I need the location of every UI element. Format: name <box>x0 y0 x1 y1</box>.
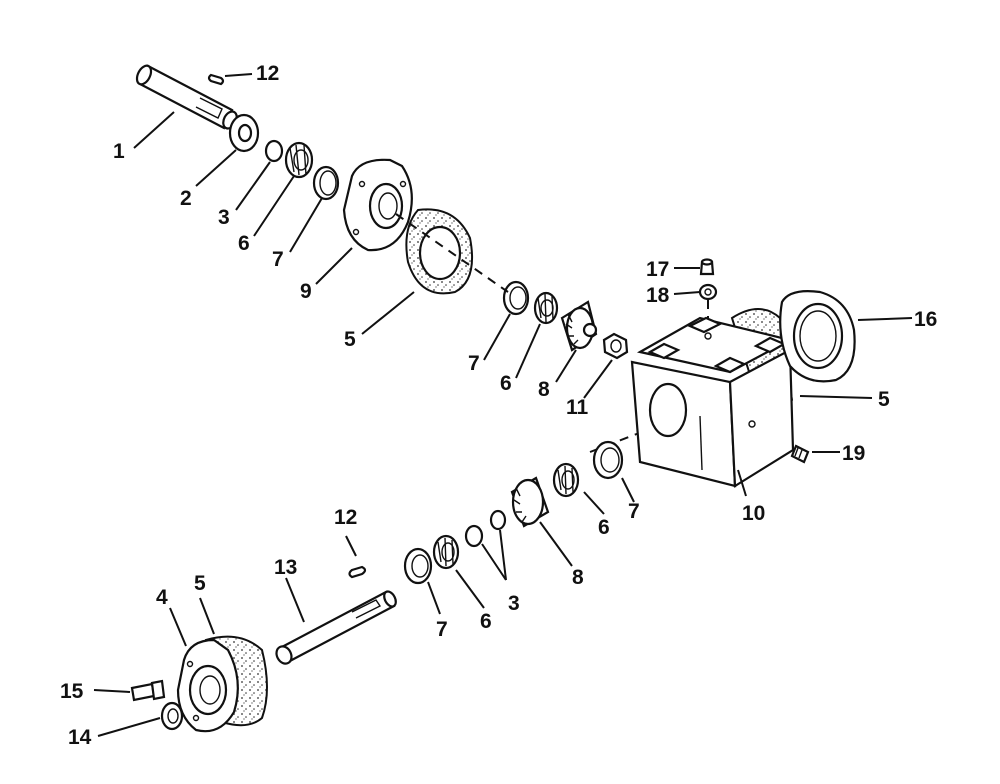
centerline-upper <box>395 213 509 293</box>
label-5-upper: 5 <box>344 328 356 351</box>
label-5-lower: 5 <box>194 572 206 595</box>
bearing-cone-mid <box>533 291 559 325</box>
label-7-top: 7 <box>272 248 284 271</box>
label-8-top: 8 <box>538 378 550 401</box>
key-top <box>207 73 225 86</box>
label-6-top: 6 <box>238 232 250 255</box>
label-7-right: 7 <box>628 500 640 523</box>
snap-ring-top <box>264 139 284 163</box>
bevel-gear-lower <box>510 476 550 528</box>
label-3-top: 3 <box>218 206 230 229</box>
key-lower <box>348 565 367 579</box>
label-15: 15 <box>60 680 84 703</box>
label-11: 11 <box>566 396 589 419</box>
label-14: 14 <box>68 726 92 749</box>
label-4: 4 <box>156 586 168 609</box>
label-10: 10 <box>742 502 765 525</box>
snap-ring-lower-a <box>489 509 507 531</box>
label-16: 16 <box>914 308 937 331</box>
plug <box>699 258 715 276</box>
lower-flange <box>176 635 268 733</box>
label-12-lower: 12 <box>334 506 357 529</box>
label-6-lower: 6 <box>480 610 492 633</box>
label-7-lower: 7 <box>436 618 448 641</box>
bearing-cup-lower <box>403 547 433 585</box>
gearbox-housing <box>630 308 795 488</box>
label-8-lower: 8 <box>572 566 584 589</box>
hex-nut <box>602 332 629 360</box>
bearing-retainer-flange <box>342 158 413 252</box>
bearing-cup-top <box>312 165 340 201</box>
label-13: 13 <box>274 556 297 579</box>
label-3-lower: 3 <box>508 592 520 615</box>
set-screw <box>790 444 810 464</box>
label-6-right: 6 <box>598 516 610 539</box>
label-12-top: 12 <box>256 62 279 85</box>
label-7-mid: 7 <box>468 352 480 375</box>
label-19: 19 <box>842 442 865 465</box>
label-6-mid: 6 <box>500 372 512 395</box>
centerline-lower <box>589 424 661 453</box>
gasket-upper <box>405 208 474 295</box>
label-17: 17 <box>646 258 669 281</box>
bearing-cone-top <box>284 141 314 179</box>
bearing-cup-right <box>592 440 624 480</box>
bolt <box>130 679 166 702</box>
bevel-gear-top <box>560 300 598 352</box>
input-shaft <box>135 64 238 130</box>
bearing-cup-mid <box>502 280 530 316</box>
end-cover <box>779 290 856 383</box>
seal-washer <box>698 283 718 301</box>
output-shaft <box>275 590 397 665</box>
washer <box>228 113 260 153</box>
label-1: 1 <box>113 140 125 163</box>
snap-ring-lower-b <box>464 524 484 548</box>
bearing-cone-lower <box>432 534 460 570</box>
label-2: 2 <box>180 187 192 210</box>
label-9: 9 <box>300 280 312 303</box>
bearing-cone-right <box>552 462 580 498</box>
label-18: 18 <box>646 284 670 307</box>
leader-lines <box>93 73 913 737</box>
label-5-side: 5 <box>878 388 890 411</box>
oil-seal <box>160 701 184 731</box>
